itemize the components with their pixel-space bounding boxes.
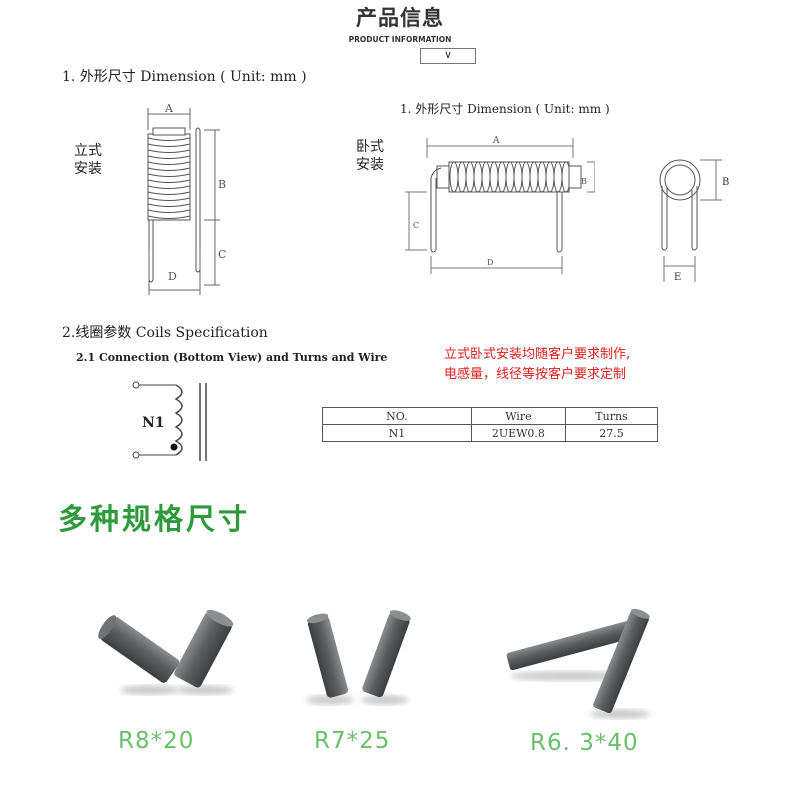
h-dim-d-label: D [487, 258, 493, 267]
end-view-drawing: B E [659, 159, 729, 283]
table-cell: 27.5 [565, 424, 658, 442]
rod-r8-left [98, 615, 180, 695]
h-dim-a-label: A [492, 136, 500, 146]
rod-label-r8: R8*20 [118, 728, 195, 754]
vertical-mount-label: 立式 安装 [74, 143, 102, 177]
dimension-heading-horizontal: 1. 外形尺寸 Dimension ( Unit: mm ) [400, 102, 610, 116]
horizontal-mount-label: 卧式 安装 [356, 139, 384, 173]
rod-r7-left [306, 613, 354, 705]
table-cell: N1 [322, 424, 472, 442]
coil-schematic: N1 [132, 381, 207, 461]
coil-turns [147, 137, 191, 219]
end-dim-b-label: B [722, 177, 729, 188]
table-header: Turns [565, 407, 658, 425]
coil-n1-label: N1 [142, 415, 165, 431]
dimension-heading: 1. 外形尺寸 Dimension ( Unit: mm ) [62, 69, 307, 85]
connection-subheading: 2.1 Connection (Bottom View) and Turns a… [76, 351, 388, 364]
custom-note: 立式卧式安装均随客户要求制作, 电感量，线径等按客户要求定制 [444, 347, 631, 382]
page-subtitle: PRODUCT INFORMATION [348, 35, 452, 44]
table-header: NO. [322, 407, 472, 425]
horizontal-coil-drawing: A B C D [405, 136, 595, 274]
rod-r7-right [361, 610, 411, 705]
rod-r6-right [590, 608, 650, 719]
rod-label-r6: R6. 3*40 [530, 730, 639, 756]
coil-turns [449, 161, 571, 193]
dim-c-label: C [218, 248, 226, 261]
table-header-row: NO. Wire Turns [322, 407, 658, 425]
page-title: 产品信息 [356, 6, 444, 30]
vertical-coil-drawing: A B C D [147, 102, 226, 295]
table-row: N1 2UEW0.8 27.5 [322, 424, 658, 442]
table-cell: 2UEW0.8 [470, 424, 567, 442]
rod-r8-right [174, 609, 234, 695]
specs-heading: 多种规格尺寸 [58, 502, 251, 536]
dim-d-label: D [168, 270, 177, 283]
rod-label-r7: R7*25 [314, 728, 391, 754]
table-header: Wire [470, 407, 567, 425]
coil-spec-table: NO. Wire Turns N1 2UEW0.8 27.5 [322, 407, 658, 442]
h-dim-c-label: C [413, 221, 419, 230]
h-dim-b-label: B [581, 177, 587, 186]
ferrite-rods-photo [98, 608, 650, 719]
coil-spec-heading: 2.线圈参数 Coils Specification [62, 325, 268, 341]
chevron-down-icon: ∨ [420, 48, 476, 64]
dim-b-label: B [218, 178, 226, 191]
end-dim-e-label: E [674, 272, 681, 283]
dim-a-label: A [164, 102, 174, 115]
